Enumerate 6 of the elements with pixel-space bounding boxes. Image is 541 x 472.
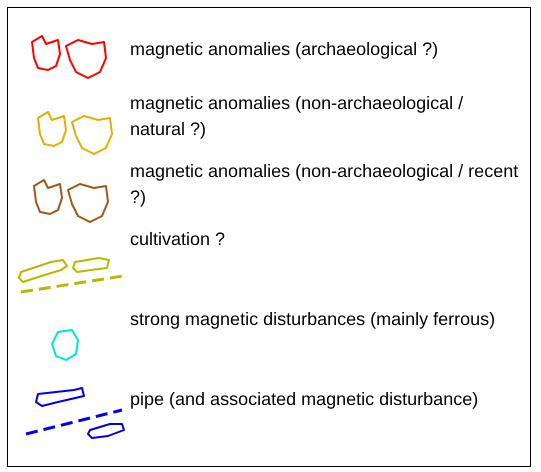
legend-text: strong magnetic disturbances (mainly ferrous) xyxy=(130,308,496,331)
legend-text: magnetic anomalies (archaeological ?) xyxy=(130,38,440,61)
legend-text: magnetic anomalies (non-archaeological / natural ?) xyxy=(130,92,464,141)
legend-text: cultivation ? xyxy=(130,228,226,251)
legend-text: magnetic anomalies (non-archaeological / recent ?) xyxy=(130,160,520,209)
legend-text: pipe (and associated magnetic disturbance) xyxy=(130,388,480,411)
